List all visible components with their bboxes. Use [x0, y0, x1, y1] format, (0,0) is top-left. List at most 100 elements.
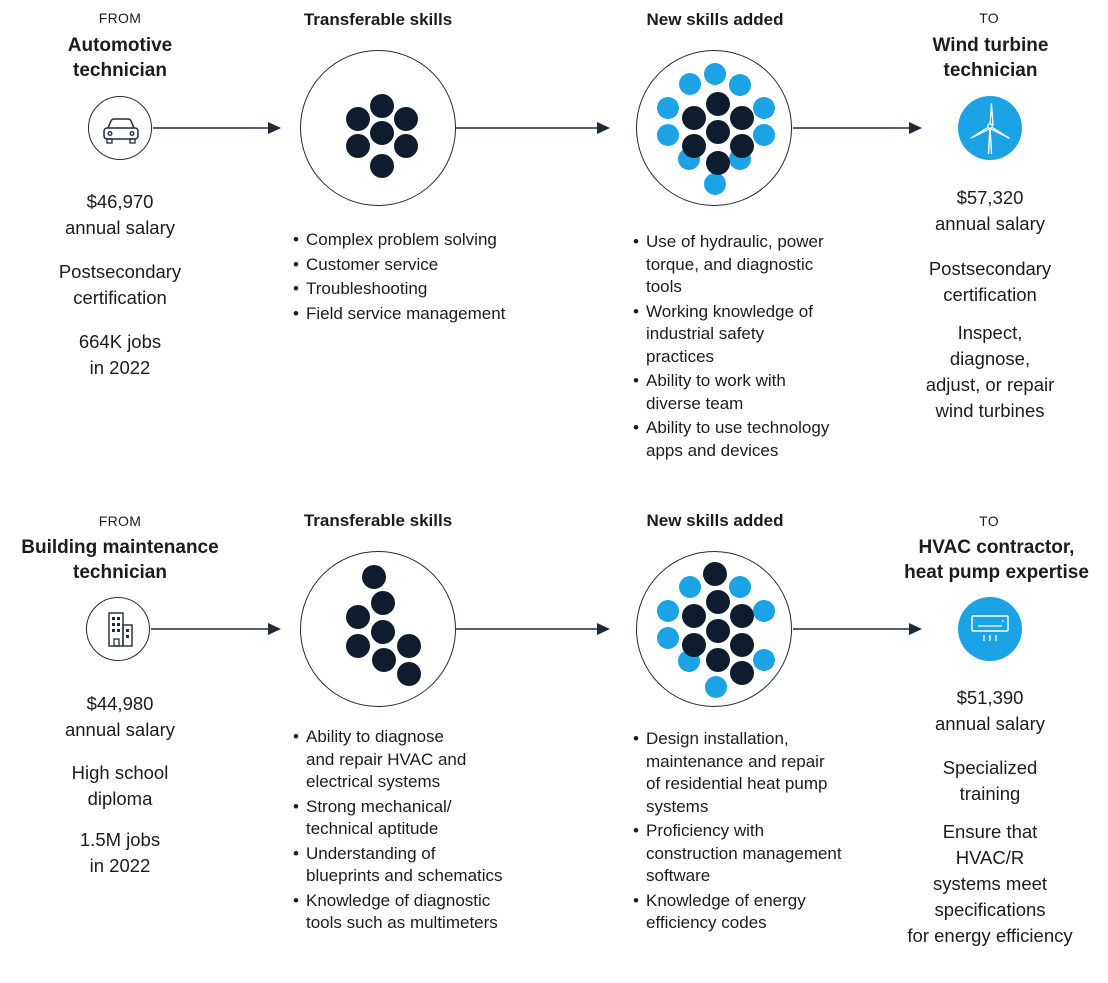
new-skills-dot-cluster	[636, 551, 792, 707]
new-skills-dot-cluster	[636, 50, 792, 206]
from-label: FROM	[98, 10, 142, 26]
car-icon	[88, 96, 152, 160]
transferable-skills-dot-cluster	[300, 50, 456, 206]
buildings-icon-graphic	[108, 612, 133, 647]
transferable-skills-header: Transferable skills	[303, 10, 453, 29]
to-job-title: Wind turbine technician	[888, 33, 1093, 83]
skill-item: Customer service	[293, 254, 563, 277]
new-skill-item: Working knowledge of industrial safety p…	[633, 301, 883, 369]
skill-item: Complex problem solving	[293, 229, 563, 252]
new-skill-item: Ability to work with diverse team	[633, 370, 883, 415]
transferable-skills-list: Ability to diagnose and repair HVAC and …	[293, 726, 563, 937]
new-skill-item: Ability to use technology apps and devic…	[633, 417, 883, 462]
new-skill-item: Design installation, maintenance and rep…	[633, 728, 893, 818]
new-skill-item: Knowledge of energy efficiency codes	[633, 890, 893, 935]
from-jobs-count: 1.5M jobs in 2022	[40, 827, 200, 879]
connector-arrows	[153, 122, 922, 134]
mixed-dot-cluster-graphic	[657, 63, 775, 195]
transferable-skills-dot-cluster	[300, 551, 456, 707]
to-job-title-line2: technician	[943, 60, 1038, 81]
skill-item: Field service management	[293, 303, 563, 326]
to-job-duties: Inspect, diagnose, adjust, or repair win…	[905, 320, 1075, 424]
to-duty-line: wind turbines	[935, 400, 1045, 421]
to-duty-line: Ensure that	[942, 821, 1038, 842]
career-path-row-2: FROM Building maintenance technician $44…	[0, 503, 1108, 983]
buildings-icon	[86, 597, 150, 661]
to-duty-line: Inspect,	[957, 322, 1023, 343]
dot-cluster-graphic	[346, 94, 418, 178]
to-salary-value: $51,390	[956, 687, 1024, 708]
from-education-line1: High school	[71, 762, 169, 783]
from-salary-label: annual salary	[64, 217, 176, 238]
from-job-title-line2: technician	[73, 562, 167, 583]
new-skills-header: New skills added	[646, 511, 784, 530]
transferable-skills-header: Transferable skills	[303, 511, 453, 530]
from-jobs-line2: in 2022	[89, 855, 151, 876]
skill-item: Knowledge of diagnostic tools such as mu…	[293, 890, 563, 935]
to-duty-line: for energy efficiency	[907, 925, 1073, 946]
air-conditioner-icon-graphic	[971, 615, 1009, 641]
to-job-duties: Ensure that HVAC/R systems meet specific…	[895, 819, 1085, 949]
car-icon-graphic	[103, 118, 139, 144]
to-education-line2: certification	[943, 284, 1037, 305]
career-path-row-1: FROM Automotive technician $46,970 annua…	[0, 0, 1108, 480]
to-education: Specialized training	[910, 755, 1070, 807]
from-job-title-line1: Automotive	[67, 35, 173, 56]
skill-item: Understanding of blueprints and schemati…	[293, 843, 563, 888]
from-jobs-count: 664K jobs in 2022	[40, 329, 200, 381]
new-skills-list: Design installation, maintenance and rep…	[633, 728, 893, 937]
to-salary-label: annual salary	[934, 713, 1046, 734]
transferable-skills-list: Complex problem solving Customer service…	[293, 229, 563, 327]
from-job-title: Building maintenance technician	[0, 535, 240, 585]
connector-arrows	[151, 623, 922, 635]
new-skills-header: New skills added	[646, 10, 784, 29]
from-job-title-line2: technician	[73, 60, 167, 81]
from-salary-label: annual salary	[64, 719, 176, 740]
to-job-title-line1: HVAC contractor,	[918, 537, 1075, 558]
from-salary-block: $44,980 annual salary	[40, 691, 200, 743]
to-label: TO	[979, 10, 999, 26]
new-skills-list: Use of hydraulic, power torque, and diag…	[633, 231, 883, 464]
to-salary-block: $51,390 annual salary	[910, 685, 1070, 737]
dot-cluster-graphic	[346, 565, 421, 686]
wind-turbine-icon-graphic	[970, 103, 1010, 155]
to-duty-line: HVAC/R	[955, 847, 1025, 868]
new-skill-item: Use of hydraulic, power torque, and diag…	[633, 231, 883, 299]
from-education-line2: diploma	[87, 788, 153, 809]
to-job-title: HVAC contractor, heat pump expertise	[885, 535, 1108, 585]
from-jobs-line1: 1.5M jobs	[79, 829, 161, 850]
from-job-title-line1: Building maintenance	[21, 537, 219, 558]
from-salary-value: $46,970	[86, 191, 154, 212]
from-education-line1: Postsecondary	[58, 261, 182, 282]
to-job-title-line2: heat pump expertise	[904, 562, 1089, 583]
to-salary-block: $57,320 annual salary	[910, 185, 1070, 237]
to-duty-line: systems meet	[932, 873, 1048, 894]
to-duty-line: diagnose,	[949, 348, 1031, 369]
to-education-line1: Postsecondary	[928, 258, 1052, 279]
from-label: FROM	[98, 513, 142, 529]
to-salary-value: $57,320	[956, 187, 1024, 208]
air-conditioner-icon	[958, 597, 1022, 661]
mixed-dot-cluster-graphic	[657, 562, 775, 698]
from-education: High school diploma	[40, 760, 200, 812]
to-job-title-line1: Wind turbine	[932, 35, 1049, 56]
from-jobs-line2: in 2022	[89, 357, 151, 378]
skill-item: Ability to diagnose and repair HVAC and …	[293, 726, 563, 794]
from-job-title: Automotive technician	[20, 33, 220, 83]
to-duty-line: adjust, or repair	[925, 374, 1055, 395]
to-duty-line: specifications	[934, 899, 1046, 920]
from-education: Postsecondary certification	[40, 259, 200, 311]
skill-item: Strong mechanical/ technical aptitude	[293, 796, 563, 841]
new-skill-item: Proficiency with construction management…	[633, 820, 893, 888]
wind-turbine-icon	[958, 96, 1022, 160]
from-jobs-line1: 664K jobs	[78, 331, 162, 352]
from-salary-value: $44,980	[86, 693, 154, 714]
to-education-line2: training	[959, 783, 1021, 804]
from-salary-block: $46,970 annual salary	[40, 189, 200, 241]
to-education: Postsecondary certification	[910, 256, 1070, 308]
to-salary-label: annual salary	[934, 213, 1046, 234]
skill-item: Troubleshooting	[293, 278, 563, 301]
to-education-line1: Specialized	[942, 757, 1038, 778]
from-education-line2: certification	[73, 287, 167, 308]
to-label: TO	[979, 513, 999, 529]
